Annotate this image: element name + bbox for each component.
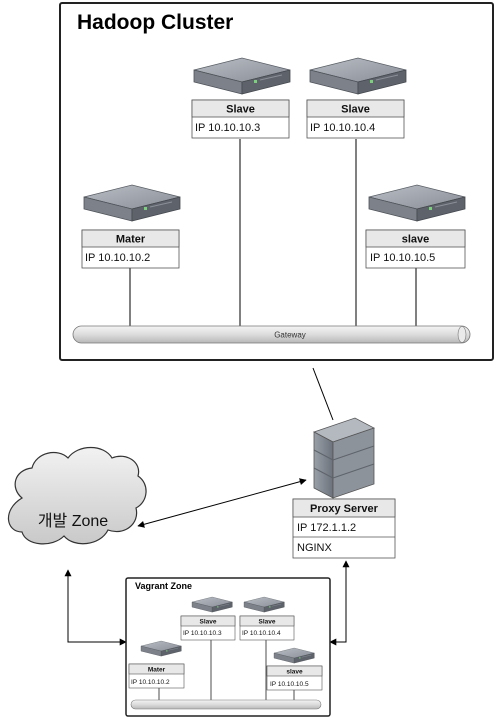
node-ip: IP 10.10.10.2 <box>85 252 150 264</box>
proxy-ip: IP 172.1.1.2 <box>297 522 356 534</box>
node-role: slave <box>286 669 303 676</box>
node-ip: IP 10.10.10.4 <box>310 122 375 134</box>
vagrant-gateway-bus <box>130 699 322 710</box>
node-ip: IP 10.10.10.3 <box>195 122 260 134</box>
node-role: Slave <box>341 104 370 116</box>
node-card-slave-3: Slave IP 10.10.10.3 <box>191 99 290 139</box>
gateway-bus: Gateway <box>72 325 471 344</box>
proxy-software: NGINX <box>297 542 333 554</box>
node-role: slave <box>402 234 430 246</box>
gateway-label: Gateway <box>274 331 306 340</box>
dev-zone-label: 개발 Zone <box>38 512 108 530</box>
node-role: Mater <box>116 234 146 246</box>
vagrant-links <box>158 640 295 700</box>
vagrant-card-slave-5: slave IP 10.10.10.5 <box>266 665 323 691</box>
node-role: Slave <box>259 619 276 626</box>
proxy-tower-icon <box>312 417 376 499</box>
devzone-proxy-arrow <box>137 478 307 528</box>
hadoop-cluster-title: Hadoop Cluster <box>77 11 233 34</box>
hadoop-cluster-frame: Hadoop Cluster <box>59 2 494 361</box>
proxy-server-card: Proxy Server IP 172.1.1.2 NGINX <box>292 498 396 559</box>
node-card-master: Mater IP 10.10.10.2 <box>81 229 180 269</box>
node-ip: IP 10.10.10.2 <box>131 679 170 686</box>
node-ip: IP 10.10.10.4 <box>242 630 281 637</box>
cluster-links <box>129 139 417 327</box>
proxy-title: Proxy Server <box>310 503 379 515</box>
node-card-slave-4: Slave IP 10.10.10.4 <box>306 99 405 139</box>
dev-zone-cloud: 개발 Zone <box>7 446 147 545</box>
gateway-to-proxy-link <box>312 367 334 421</box>
node-card-slave-5: slave IP 10.10.10.5 <box>365 229 466 269</box>
node-role: Slave <box>200 619 217 626</box>
vagrant-card-slave-3: Slave IP 10.10.10.3 <box>180 615 236 641</box>
vagrant-card-master: Mater IP 10.10.10.2 <box>128 663 185 689</box>
vagrant-zone-title: Vagrant Zone <box>135 581 192 591</box>
hadoop-cluster-border <box>59 2 494 361</box>
vagrant-card-slave-4: Slave IP 10.10.10.4 <box>239 615 295 641</box>
node-ip: IP 10.10.10.3 <box>183 630 222 637</box>
proxy-vagrant-arrow <box>329 560 350 646</box>
node-role: Slave <box>226 104 255 116</box>
node-role: Mater <box>148 667 166 674</box>
node-ip: IP 10.10.10.5 <box>270 681 309 688</box>
node-ip: IP 10.10.10.5 <box>370 252 435 264</box>
devzone-vagrant-arrow <box>64 569 127 646</box>
